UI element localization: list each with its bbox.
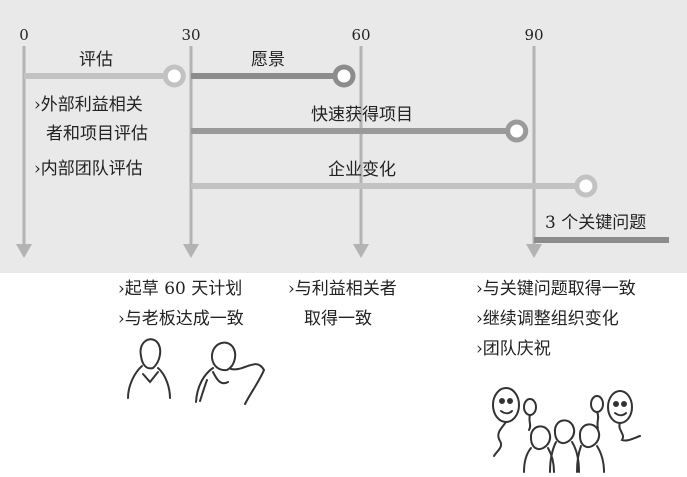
tick-label-90: 90 [524, 26, 543, 44]
note-line: ›与老板达成一致 [118, 309, 244, 329]
two-people-meeting-sketch [127, 338, 266, 405]
notes-day-90: ›与关键问题取得一致 ›继续调整组织变化 ›团队庆祝 [476, 274, 636, 364]
assessment-note: ›外部利益相关 [34, 95, 143, 115]
notes-day-60: ›与利益相关者 取得一致 [288, 274, 397, 334]
tick-90: 90 [524, 26, 544, 258]
tick-60: 60 [351, 26, 371, 258]
note-line: ›团队庆祝 [476, 339, 551, 359]
celebrating-team-with-balloons-sketch [492, 387, 641, 473]
assessment-note: 者和项目评估 [46, 124, 148, 144]
note-line: ›继续调整组织变化 [476, 309, 619, 329]
phase-label-enterprise-change: 企业变化 [328, 160, 396, 180]
notes-day-30: ›起草 60 天计划 ›与老板达成一致 [118, 274, 244, 334]
note-line: ›起草 60 天计划 [118, 279, 243, 299]
note-line: ›与利益相关者 [288, 279, 397, 299]
timeline-panel [0, 0, 687, 273]
key-issues-marker: 3 个关键问题 [534, 213, 669, 243]
note-line: ›与关键问题取得一致 [476, 279, 636, 299]
tick-0: 0 [16, 26, 32, 258]
phase-label-quick-wins: 快速获得项目 [311, 105, 413, 125]
phase-label-vision: 愿景 [251, 50, 285, 70]
phase-end-marker [574, 174, 598, 198]
tick-label-60: 60 [351, 26, 370, 44]
phase-quick-wins: 快速获得项目 [191, 105, 529, 143]
tick-label-30: 30 [181, 26, 200, 44]
phase-vision: 愿景 [191, 50, 356, 88]
phase-assessment: 评估 [24, 50, 186, 88]
tick-label-0: 0 [19, 26, 29, 44]
tick-30: 30 [181, 26, 201, 258]
note-line: 取得一致 [304, 309, 372, 329]
assessment-note: ›内部团队评估 [34, 159, 143, 179]
phase-end-marker [162, 64, 186, 88]
phase-end-marker [505, 119, 529, 143]
key-issues-label: 3 个关键问题 [545, 213, 646, 233]
phase-label-assessment: 评估 [79, 50, 113, 70]
phase-end-marker [332, 64, 356, 88]
day-ticks: 0 30 60 90 [16, 26, 544, 258]
phase-enterprise-change: 企业变化 [191, 160, 598, 198]
